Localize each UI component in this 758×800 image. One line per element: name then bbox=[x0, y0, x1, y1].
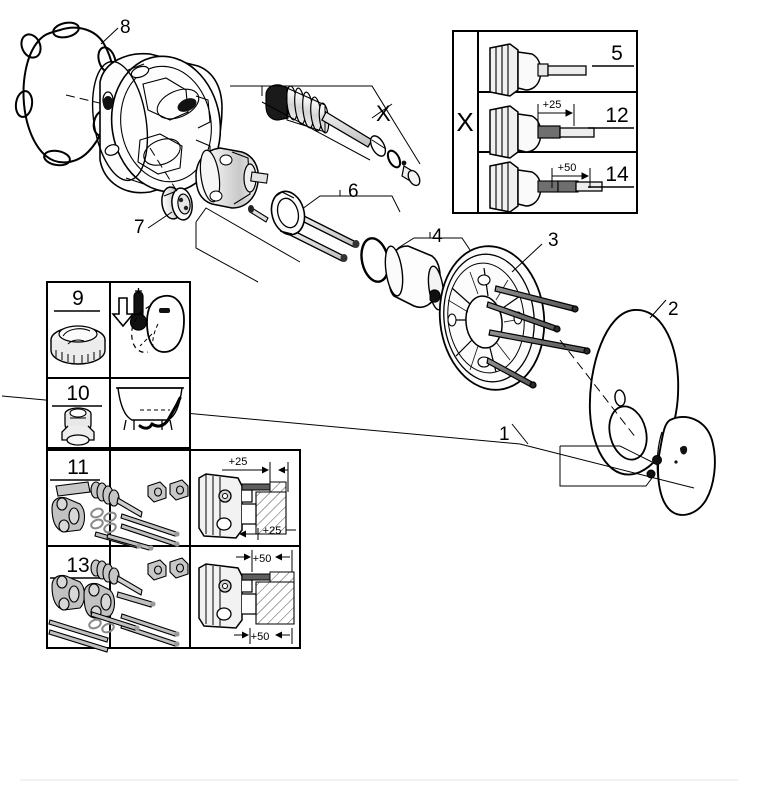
install-depth-25-diagram: +25 +25 bbox=[198, 456, 296, 540]
accessory-row-10: 10 bbox=[52, 382, 184, 446]
variant-dim-14: +50 bbox=[551, 162, 591, 188]
part-lever-handle bbox=[656, 415, 716, 516]
part-extension-sleeve-4 bbox=[384, 245, 445, 311]
variant-panel: X 5 +25 bbox=[452, 30, 638, 214]
leader-8 bbox=[100, 27, 119, 45]
handle-fixing-screws bbox=[646, 455, 662, 479]
bathtub-icon bbox=[116, 387, 184, 431]
accessory-num-11: 11 bbox=[67, 456, 89, 479]
svg-text:+50: +50 bbox=[253, 553, 272, 565]
svg-text:+50: +50 bbox=[251, 631, 270, 643]
leader-2 bbox=[649, 299, 667, 319]
part-stop-ring-7 bbox=[161, 186, 193, 221]
leader-7 bbox=[147, 211, 173, 229]
part-mounting-plate-3 bbox=[438, 245, 546, 391]
part-long-fixing-screws bbox=[486, 285, 591, 389]
variant-group-label: X bbox=[456, 107, 473, 137]
extension-kit-25-parts bbox=[51, 479, 189, 551]
axis-dash-escutcheon bbox=[559, 339, 637, 439]
part-spindle-extension-x bbox=[265, 84, 421, 187]
callout-2: 2 bbox=[668, 299, 679, 320]
variant-num-14: 14 bbox=[605, 163, 629, 186]
extension-kit-50-parts bbox=[48, 557, 189, 653]
part-small-screw bbox=[248, 205, 269, 223]
lever-rotation-icon bbox=[131, 294, 185, 353]
temp-limiter-info bbox=[111, 288, 185, 353]
svg-text:+25: +25 bbox=[229, 456, 248, 468]
accessory-num-13: 13 bbox=[66, 554, 89, 577]
main-assembly-graphics bbox=[1, 21, 716, 516]
part-valve-body-housing bbox=[91, 52, 223, 194]
part-screws-6 bbox=[284, 213, 360, 262]
accessory-num-9: 9 bbox=[72, 287, 84, 310]
axis-dash-stopring bbox=[149, 147, 181, 197]
callout-8: 8 bbox=[120, 17, 131, 38]
variant-dim-12: +25 bbox=[537, 99, 575, 126]
leader-bracket-4 bbox=[397, 232, 471, 251]
leader-bracket-6 bbox=[297, 190, 401, 213]
down-arrow-icon bbox=[111, 297, 135, 328]
accessory-panel: 9 bbox=[46, 281, 301, 653]
part-retaining-ring bbox=[270, 190, 306, 236]
variant-num-5: 5 bbox=[611, 42, 623, 65]
variant-row-14: +50 14 bbox=[489, 161, 634, 213]
leader-bracket-X bbox=[230, 85, 421, 165]
svg-text:+25: +25 bbox=[263, 525, 282, 537]
callout-4: 4 bbox=[432, 226, 443, 247]
accessory-row-13: 13 bbox=[48, 550, 295, 653]
variant-num-12: 12 bbox=[605, 104, 628, 127]
leader-3 bbox=[511, 243, 543, 273]
svg-text:+25: +25 bbox=[543, 99, 562, 111]
variant-row-5: 5 bbox=[489, 42, 634, 97]
callout-7: 7 bbox=[134, 217, 145, 238]
callout-3: 3 bbox=[548, 230, 559, 251]
leader-bracket-aux bbox=[195, 207, 301, 283]
accessory-row-11: 11 bbox=[50, 456, 296, 551]
check-valve-icon bbox=[61, 407, 95, 446]
callout-6: 6 bbox=[348, 181, 359, 202]
aerator-icon bbox=[50, 325, 106, 365]
install-depth-50-diagram: +50 +50 bbox=[198, 550, 295, 644]
variant-row-12: +25 12 bbox=[489, 99, 634, 159]
accessory-row-9: 9 bbox=[50, 287, 185, 365]
accessory-num-10: 10 bbox=[66, 382, 89, 405]
thermometer-icon bbox=[129, 288, 148, 331]
svg-text:+50: +50 bbox=[558, 162, 577, 174]
callout-X: X bbox=[376, 101, 391, 126]
leader-bracket-handle bbox=[559, 445, 653, 487]
callout-1: 1 bbox=[499, 424, 510, 445]
part-cartridge-body bbox=[195, 147, 269, 209]
